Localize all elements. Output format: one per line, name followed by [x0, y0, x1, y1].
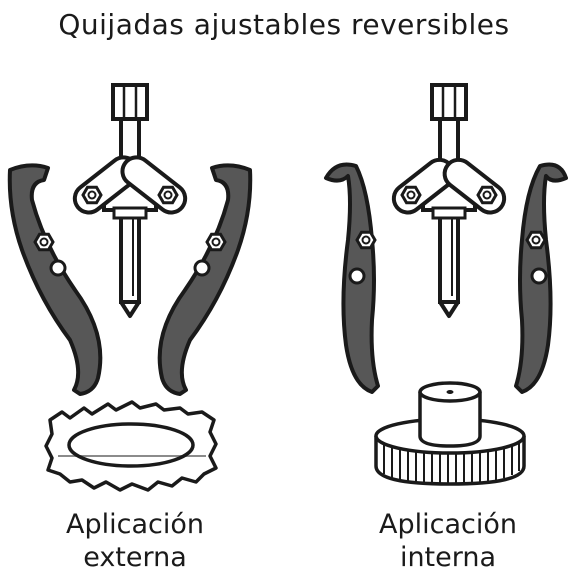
internal-gear: [374, 381, 526, 486]
caption-internal: Aplicación interna: [333, 508, 563, 574]
caption-internal-line2: interna: [399, 542, 497, 573]
right-puller: [324, 83, 568, 486]
external-gear: [44, 400, 218, 492]
caption-external-line1: Aplicación: [66, 509, 204, 540]
right-jaw-outer: [157, 163, 253, 396]
caption-external-line2: externa: [83, 542, 187, 573]
left-puller: [7, 83, 253, 492]
caption-internal-line1: Aplicación: [379, 509, 517, 540]
diagram-title: Quijadas ajustables reversibles: [58, 8, 510, 41]
left-jaw-outer: [7, 163, 103, 396]
caption-external: Aplicación externa: [20, 508, 250, 574]
